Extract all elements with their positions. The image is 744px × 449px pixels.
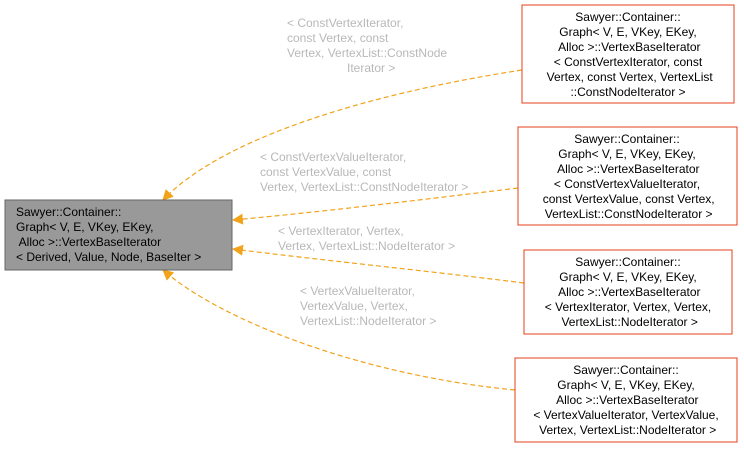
svg-text:Sawyer::Container::: Sawyer::Container:: <box>16 205 121 219</box>
svg-text:Graph< V, E, VKey, EKey,: Graph< V, E, VKey, EKey, <box>16 220 154 234</box>
derived-class-line: Vertex, const Vertex, VertexList <box>543 70 713 84</box>
edge-label-vertex-value-iterator: < VertexValueIterator, VertexValue, Vert… <box>300 284 436 328</box>
svg-text:< VertexValueIterator, VertexV: < VertexValueIterator, VertexValue, <box>533 408 718 422</box>
svg-text:VertexList::ConstNodeIterator: VertexList::ConstNodeIterator > <box>541 207 712 221</box>
edge-label-line: Vertex, VertexList::NodeIterator > <box>278 239 455 253</box>
edge-label-line: const VertexValue, const <box>260 165 392 179</box>
svg-text:< ConstVertexIterator,: < ConstVertexIterator, <box>287 16 403 30</box>
svg-text:Graph< V, E, VKey, EKey,: Graph< V, E, VKey, EKey, <box>559 25 697 39</box>
svg-text:Vertex, VertexList::ConstNode: Vertex, VertexList::ConstNode <box>287 46 447 60</box>
derived-class-line: Alloc >::VertexBaseIterator <box>554 162 699 176</box>
svg-text:Sawyer::Container::: Sawyer::Container:: <box>575 10 680 24</box>
derived-class-line: VertexList::ConstNodeIterator > <box>541 207 712 221</box>
inheritance-edge <box>162 269 516 391</box>
svg-text:Alloc >::VertexBaseIterator: Alloc >::VertexBaseIterator <box>16 235 161 249</box>
derived-class-line: Sawyer::Container:: <box>574 132 679 146</box>
edge-label-const-vertex-iterator: < ConstVertexIterator, const Vertex, con… <box>287 16 447 75</box>
base-class-line: < Derived, Value, Node, BaseIter > <box>16 250 201 264</box>
base-class-line: Sawyer::Container:: <box>16 205 121 219</box>
svg-text:VertexValue, Vertex,: VertexValue, Vertex, <box>300 299 408 313</box>
svg-text:Sawyer::Container::: Sawyer::Container:: <box>574 132 679 146</box>
derived-class-node-const-vertex-iterator[interactable]: Sawyer::Container:: Graph< V, E, VKey, E… <box>521 4 735 104</box>
derived-class-line: < ConstVertexIterator, const <box>554 55 703 69</box>
svg-text:< VertexValueIterator,: < VertexValueIterator, <box>300 284 415 298</box>
edge-label-line: < ConstVertexValueIterator, <box>260 150 406 164</box>
svg-text:Alloc >::VertexBaseIterator: Alloc >::VertexBaseIterator <box>553 393 698 407</box>
edge-label-line: < VertexValueIterator, <box>300 284 415 298</box>
svg-text:Sawyer::Container::: Sawyer::Container:: <box>573 363 678 377</box>
derived-class-line: ::ConstNodeIterator > <box>570 85 685 99</box>
svg-text:Graph< V, E, VKey, EKey,: Graph< V, E, VKey, EKey, <box>559 270 697 284</box>
derived-class-line: Sawyer::Container:: <box>573 363 678 377</box>
svg-text:Vertex, const Vertex, VertexLi: Vertex, const Vertex, VertexList <box>543 70 713 84</box>
edge-label-const-vertex-value-iterator: < ConstVertexValueIterator, const Vertex… <box>260 150 468 194</box>
svg-text:VertexList::NodeIterator >: VertexList::NodeIterator > <box>558 315 698 329</box>
svg-text:Alloc >::VertexBaseIterator: Alloc >::VertexBaseIterator <box>554 162 699 176</box>
base-class-node[interactable]: Sawyer::Container:: Graph< V, E, VKey, E… <box>4 199 233 271</box>
derived-class-line: Graph< V, E, VKey, EKey, <box>558 147 696 161</box>
derived-class-line: VertexList::NodeIterator > <box>558 315 698 329</box>
svg-text:< ConstVertexValueIterator,: < ConstVertexValueIterator, <box>554 177 700 191</box>
base-class-line: Alloc >::VertexBaseIterator <box>16 235 161 249</box>
svg-text:Alloc >::VertexBaseIterator: Alloc >::VertexBaseIterator <box>555 40 700 54</box>
derived-class-line: Sawyer::Container:: <box>575 255 680 269</box>
edge-label-line: const Vertex, const <box>287 31 389 45</box>
derived-class-line: < VertexValueIterator, VertexValue, <box>533 408 718 422</box>
derived-class-line: Vertex, VertexList::NodeIterator > <box>536 423 716 437</box>
derived-class-line: Sawyer::Container:: <box>575 10 680 24</box>
edge-label-line: VertexList::NodeIterator > <box>300 314 436 328</box>
base-class-line: Graph< V, E, VKey, EKey, <box>16 220 154 234</box>
svg-text:< VertexIterator, Vertex,: < VertexIterator, Vertex, <box>278 224 404 238</box>
derived-class-line: Graph< V, E, VKey, EKey, <box>559 25 697 39</box>
derived-class-node-vertex-iterator[interactable]: Sawyer::Container:: Graph< V, E, VKey, E… <box>523 249 733 335</box>
svg-text:< ConstVertexValueIterator,: < ConstVertexValueIterator, <box>260 150 406 164</box>
svg-text:Graph< V, E, VKey, EKey,: Graph< V, E, VKey, EKey, <box>558 147 696 161</box>
svg-text:Alloc >::VertexBaseIterator: Alloc >::VertexBaseIterator <box>555 285 700 299</box>
svg-text:Vertex, VertexList::ConstNodeI: Vertex, VertexList::ConstNodeIterator > <box>260 180 468 194</box>
derived-class-line: Graph< V, E, VKey, EKey, <box>557 378 695 392</box>
svg-text:< ConstVertexIterator, const: < ConstVertexIterator, const <box>554 55 703 69</box>
edge-label-line: < VertexIterator, Vertex, <box>278 224 404 238</box>
svg-text:Vertex, VertexList::NodeIterat: Vertex, VertexList::NodeIterator > <box>278 239 455 253</box>
svg-text:const Vertex, const: const Vertex, const <box>287 31 389 45</box>
derived-class-node-vertex-value-iterator[interactable]: Sawyer::Container:: Graph< V, E, VKey, E… <box>514 357 738 443</box>
svg-text:VertexList::NodeIterator >: VertexList::NodeIterator > <box>300 314 436 328</box>
edge-label-line: < ConstVertexIterator, <box>287 16 403 30</box>
svg-text:< Derived, Value, Node, BaseIt: < Derived, Value, Node, BaseIter > <box>16 250 201 264</box>
inheritance-edge <box>231 187 519 225</box>
svg-text:Vertex, VertexList::NodeIterat: Vertex, VertexList::NodeIterator > <box>536 423 716 437</box>
derived-class-line: Graph< V, E, VKey, EKey, <box>559 270 697 284</box>
derived-class-line: Alloc >::VertexBaseIterator <box>555 285 700 299</box>
derived-class-line: < VertexIterator, Vertex, Vertex, <box>545 300 711 314</box>
svg-text:const VertexValue, const Verte: const VertexValue, const Vertex, <box>539 192 714 206</box>
edge-label-line: VertexValue, Vertex, <box>300 299 408 313</box>
derived-class-node-const-vertex-value-iterator[interactable]: Sawyer::Container:: Graph< V, E, VKey, E… <box>517 126 738 226</box>
svg-text:Iterator >: Iterator > <box>347 61 395 75</box>
edge-label-vertex-iterator: < VertexIterator, Vertex, Vertex, Vertex… <box>278 224 455 253</box>
derived-class-line: < ConstVertexValueIterator, <box>554 177 700 191</box>
inheritance-edge <box>231 244 525 284</box>
derived-class-line: Alloc >::VertexBaseIterator <box>553 393 698 407</box>
svg-text:::ConstNodeIterator >: ::ConstNodeIterator > <box>570 85 685 99</box>
derived-class-line: const VertexValue, const Vertex, <box>539 192 714 206</box>
svg-text:< VertexIterator, Vertex, Vert: < VertexIterator, Vertex, Vertex, <box>545 300 711 314</box>
svg-text:Sawyer::Container::: Sawyer::Container:: <box>575 255 680 269</box>
inheritance-edge <box>162 69 523 201</box>
derived-class-line: Alloc >::VertexBaseIterator <box>555 40 700 54</box>
edge-label-line: Iterator > <box>347 61 395 75</box>
svg-text:const VertexValue, const: const VertexValue, const <box>260 165 392 179</box>
edge-label-line: Vertex, VertexList::ConstNode <box>287 46 447 60</box>
edge-label-line: Vertex, VertexList::ConstNodeIterator > <box>260 180 468 194</box>
svg-text:Graph< V, E, VKey, EKey,: Graph< V, E, VKey, EKey, <box>557 378 695 392</box>
